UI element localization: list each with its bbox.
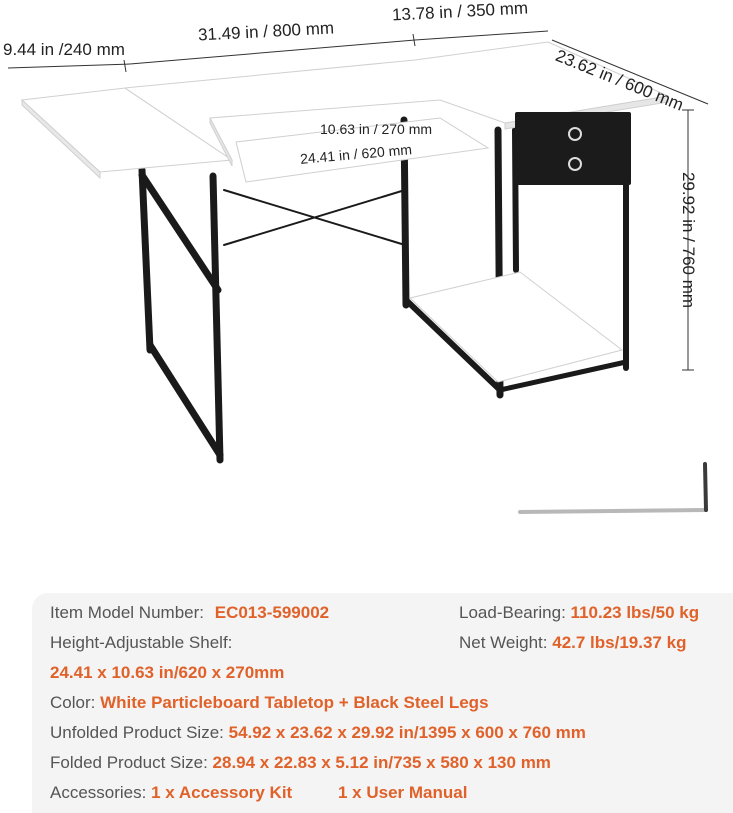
load-row: Load-Bearing: 110.23 lbs/50 kg: [459, 603, 699, 623]
drawer-handle-icon: [568, 127, 582, 141]
unfolded-label: Unfolded Product Size:: [50, 723, 224, 742]
drawer-handle-icon: [568, 157, 582, 171]
unfolded-value: 54.92 x 23.62 x 29.92 in/1395 x 600 x 76…: [228, 723, 586, 742]
model-row: Item Model Number: EC013-599002: [50, 603, 329, 623]
accessories-row: Accessories: 1 x Accessory Kit: [50, 783, 292, 803]
net-value: 42.7 lbs/19.37 kg: [552, 633, 687, 652]
left-wing-dimension: 9.44 in /240 mm: [3, 40, 125, 59]
sliding-shelf: [235, 117, 490, 183]
net-row: Net Weight: 42.7 lbs/19.37 kg: [459, 633, 686, 653]
color-row: Color: White Particleboard Tabletop + Bl…: [50, 693, 489, 713]
shelf-row: Height-Adjustable Shelf:: [50, 633, 232, 653]
dimension-lines: [7, 30, 709, 371]
folded-label: Folded Product Size:: [50, 753, 208, 772]
color-label: Color:: [50, 693, 96, 712]
folded-row: Folded Product Size: 28.94 x 22.83 x 5.1…: [50, 753, 551, 773]
load-label: Load-Bearing:: [459, 603, 566, 622]
shelf-depth-dimension: 10.63 in / 270 mm: [320, 121, 433, 137]
unfolded-row: Unfolded Product Size: 54.92 x 23.62 x 2…: [50, 723, 586, 743]
accessory-kit: 1 x Accessory Kit: [151, 783, 293, 802]
model-label: Item Model Number:: [50, 603, 204, 622]
accessories-label: Accessories:: [50, 783, 147, 802]
shelf-value: 24.41 x 10.63 in/620 x 270mm: [50, 663, 285, 682]
height-dimension: 29.92 in / 760 mm: [679, 171, 699, 309]
shelf-label: Height-Adjustable Shelf:: [50, 633, 233, 652]
color-value: White Particleboard Tabletop + Black Ste…: [100, 693, 489, 712]
shelf-value-row: 24.41 x 10.63 in/620 x 270mm: [50, 663, 284, 683]
tabletop: [20, 41, 670, 180]
folded-value: 28.94 x 22.83 x 5.12 in/735 x 580 x 130 …: [212, 753, 551, 772]
spec-panel: [32, 593, 733, 813]
drawer-unit: [515, 112, 631, 185]
load-value: 110.23 lbs/50 kg: [570, 603, 700, 622]
model-value: EC013-599002: [214, 603, 330, 622]
accessory-manual-row: 1 x User Manual: [338, 783, 467, 803]
bottom-shelf: [408, 271, 624, 383]
accessory-manual: 1 x User Manual: [338, 783, 468, 802]
net-label: Net Weight:: [459, 633, 548, 652]
allen-key-icon: [518, 462, 708, 514]
desk-illustration: [7, 30, 709, 514]
